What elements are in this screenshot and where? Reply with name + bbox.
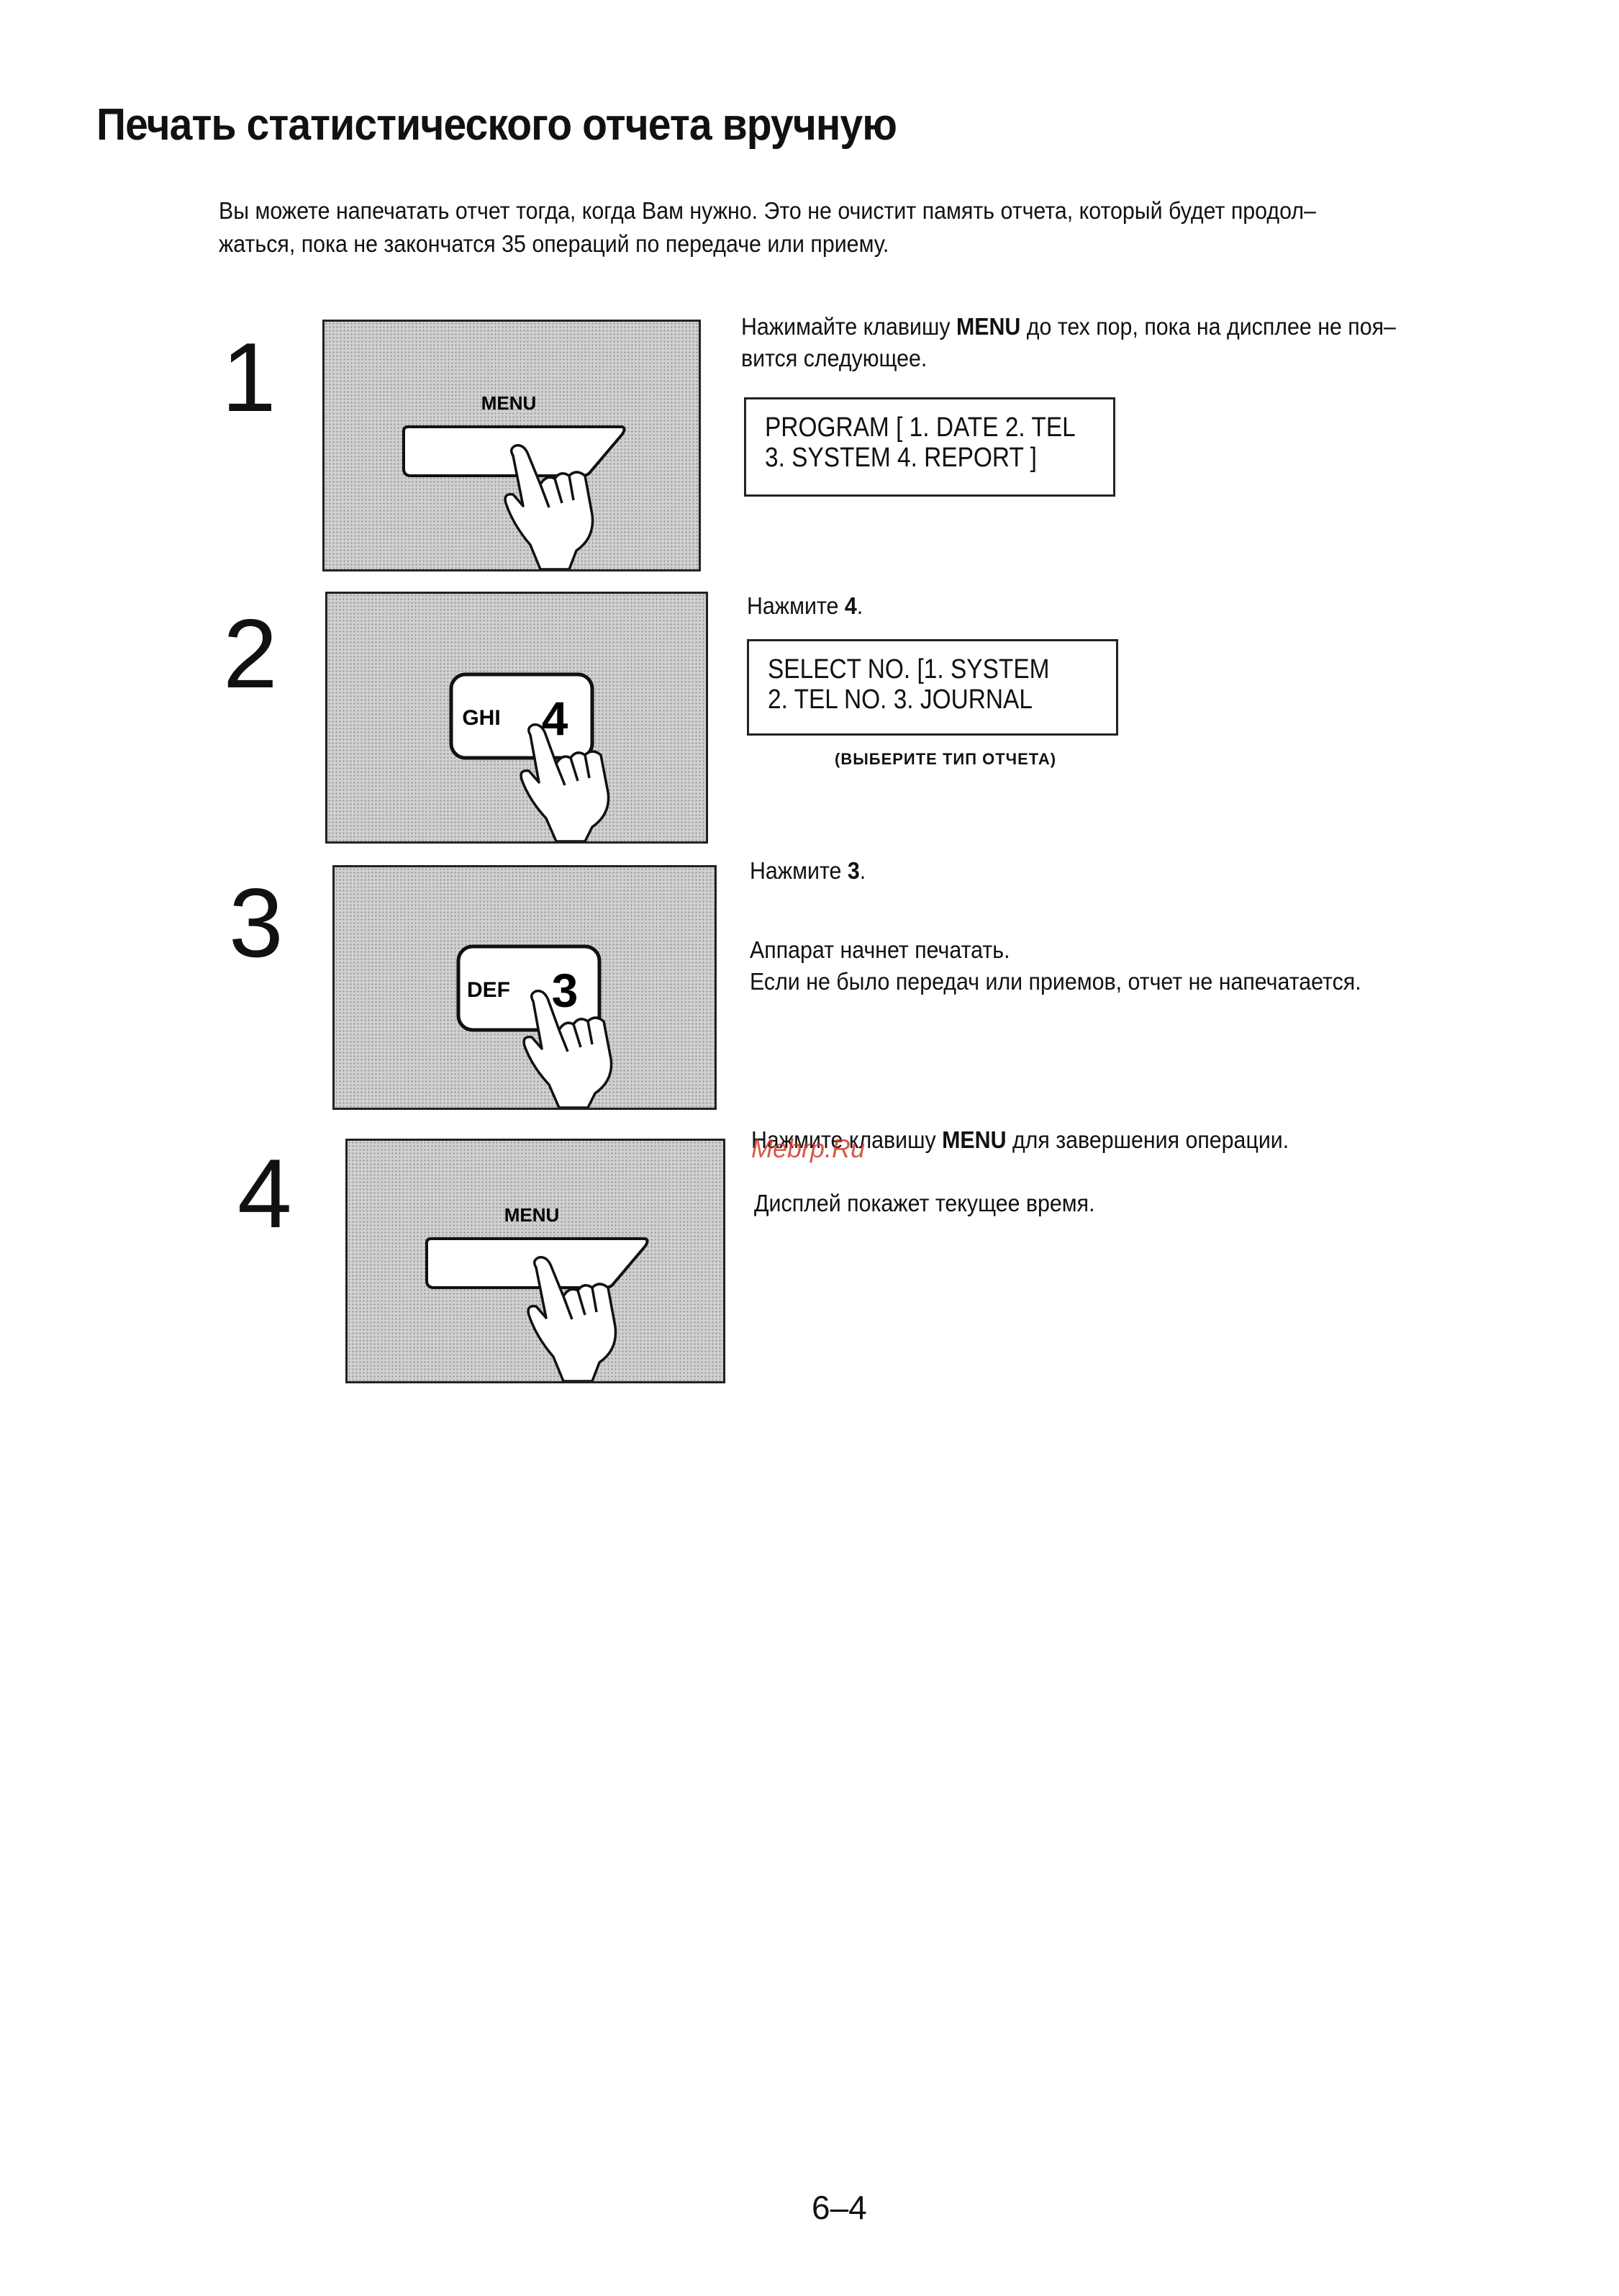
key-letters: GHI <box>462 706 500 730</box>
pointing-hand-icon <box>527 1255 617 1381</box>
key-letters: DEF <box>467 978 510 1002</box>
step-1-instruction: Нажимайте клавишу MENU до тех пор, пока … <box>741 313 1396 371</box>
display-line: 2. TEL NO. 3. JOURNAL <box>768 684 1033 715</box>
display-line: PROGRAM [ 1. DATE 2. TEL <box>765 412 1076 443</box>
step-1-illustration: MENU <box>322 320 701 571</box>
display-line: 3. SYSTEM 4. REPORT ] <box>765 443 1037 473</box>
page-number: 6–4 <box>812 2189 867 2226</box>
menu-key-press-drawing: MENU <box>402 392 626 569</box>
watermark: Mebrp.Ru <box>751 1134 866 1163</box>
step-2-instruction: Нажмите 4. <box>747 592 863 619</box>
intro-line: жаться, пока не закончатся 35 операций п… <box>219 230 889 257</box>
step-3-number: 3 <box>229 868 284 977</box>
step-1-display: PROGRAM [ 1. DATE 2. TEL 3. SYSTEM 4. RE… <box>744 397 1115 497</box>
key-digit: 3 <box>552 964 579 1017</box>
key-3 <box>456 944 602 1032</box>
step-3-note: Аппарат начнет печатать. Если не было пе… <box>750 936 1361 995</box>
step-4-instruction: Нажмите клавишу MENU для завершения опер… <box>751 1126 1289 1153</box>
menu-key-name: MENU <box>956 313 1021 340</box>
step-2-number: 2 <box>223 599 278 708</box>
key-3-press-drawing: DEF 3 <box>456 944 613 1108</box>
intro-paragraph: Вы можете напечатать отчет тогда, когда … <box>219 194 1410 261</box>
key-caption: MENU <box>481 392 537 414</box>
step-4-note: Дисплей покажет текущее время. <box>754 1190 1095 1216</box>
pointing-hand-icon <box>522 989 613 1108</box>
key-4-press-drawing: GHI 4 <box>449 672 610 841</box>
step-4-number: 4 <box>237 1139 292 1248</box>
step-1-number: 1 <box>222 322 276 432</box>
step-3-instruction: Нажмите 3. <box>750 857 866 884</box>
step-3-illustration: DEF 3 <box>332 865 717 1110</box>
page-title: Печать статистического отчета вручную <box>96 100 897 150</box>
step-2-display: SELECT NO. [1. SYSTEM 2. TEL NO. 3. JOUR… <box>747 639 1118 736</box>
key-caption: MENU <box>504 1204 560 1226</box>
key-4 <box>449 672 594 760</box>
step-4-illustration: MENU <box>345 1139 725 1383</box>
pointing-hand-icon <box>504 443 594 569</box>
menu-key-press-drawing: MENU <box>425 1204 649 1381</box>
intro-line: Вы можете напечатать отчет тогда, когда … <box>219 197 1316 224</box>
display-caption: (ВЫБЕРИТЕ ТИП ОТЧЕТА) <box>835 750 1057 768</box>
display-line: SELECT NO. [1. SYSTEM <box>768 654 1050 684</box>
pointing-hand-icon <box>520 723 610 841</box>
step-2-illustration: GHI 4 <box>325 592 708 844</box>
